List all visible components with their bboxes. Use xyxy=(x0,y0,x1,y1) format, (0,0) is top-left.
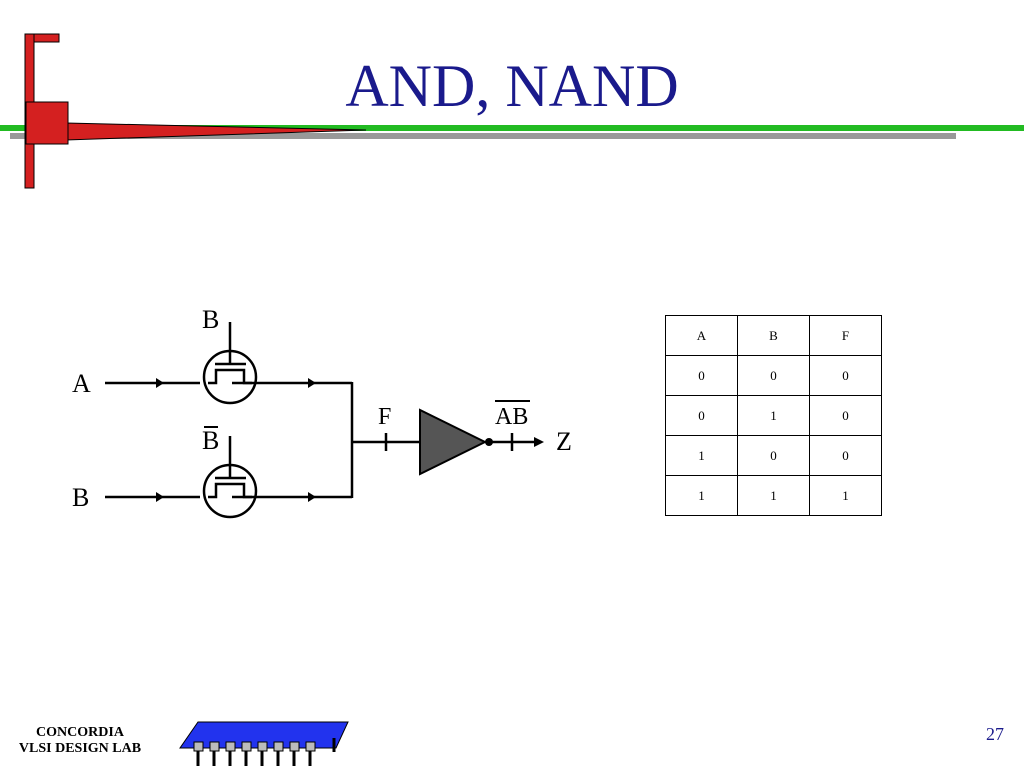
footer-org-name: CONCORDIA xyxy=(36,725,124,740)
and-nand-circuit: A B B B F AB Z xyxy=(72,305,572,519)
pass-transistor-bottom xyxy=(202,436,258,519)
table-cell: 1 xyxy=(737,475,810,516)
truth-table-header: B xyxy=(737,315,810,356)
inverter-bubble xyxy=(485,438,493,446)
chip-logo xyxy=(179,721,349,766)
gate-top-label: B xyxy=(202,305,219,334)
signal-arrows xyxy=(156,378,544,502)
truth-table-header: F xyxy=(809,315,882,356)
node-f-label: F xyxy=(378,404,391,430)
page-number: 27 xyxy=(986,724,1004,744)
table-cell: 0 xyxy=(809,355,882,396)
truth-table-header: A xyxy=(665,315,738,356)
truth-table-header-row: A B F xyxy=(665,315,882,356)
inverter-triangle xyxy=(419,408,488,476)
table-cell: 1 xyxy=(809,475,882,516)
table-row: 0 1 0 xyxy=(665,395,882,436)
input-a-label: A xyxy=(72,369,91,398)
inverter-output-label: AB xyxy=(495,404,528,430)
slide-title: AND, NAND xyxy=(345,53,679,119)
table-row: 1 1 1 xyxy=(665,475,882,516)
pass-transistor-top xyxy=(202,322,258,405)
gate-bottom-label: B xyxy=(202,426,219,455)
table-row: 0 0 0 xyxy=(665,355,882,396)
table-cell: 1 xyxy=(665,435,738,476)
table-cell: 0 xyxy=(809,395,882,436)
table-cell: 0 xyxy=(809,435,882,476)
input-b-label: B xyxy=(72,483,89,512)
output-z-label: Z xyxy=(556,427,572,456)
table-cell: 1 xyxy=(665,475,738,516)
table-cell: 0 xyxy=(665,395,738,436)
table-row: 1 0 0 xyxy=(665,435,882,476)
gray-rule xyxy=(10,133,956,139)
header-decoration xyxy=(0,33,1024,189)
table-cell: 0 xyxy=(737,355,810,396)
green-rule xyxy=(0,125,1024,131)
truth-table: A B F 0 0 0 0 1 0 1 0 0 1 1 1 xyxy=(665,315,882,516)
table-cell: 1 xyxy=(737,395,810,436)
table-cell: 0 xyxy=(665,355,738,396)
table-cell: 0 xyxy=(737,435,810,476)
footer-lab-name: VLSI DESIGN LAB xyxy=(18,741,142,756)
red-bracket-block xyxy=(25,101,69,145)
